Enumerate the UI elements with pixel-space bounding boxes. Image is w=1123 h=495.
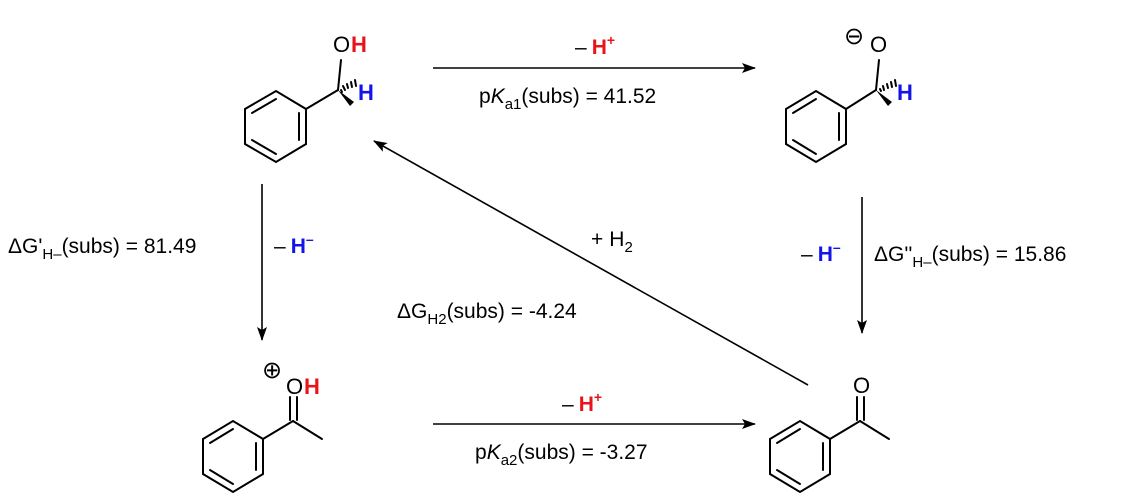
molecule-ketone: O xyxy=(769,373,890,494)
arrow-diagonal-hydrogenation: +H2 ΔGH2(subs) = -4.24 xyxy=(373,140,809,386)
molecule-protonated-ketone: O H ⊕ xyxy=(202,357,323,494)
bond-methyl xyxy=(859,420,890,440)
arrow-right-hydride-loss: –H– ΔG''H–(subs) = 15.86 xyxy=(801,197,1066,334)
pka1-label: pKa1(subs) = 41.52 xyxy=(479,85,656,113)
reagent-label: –H+ xyxy=(562,389,602,416)
bond-ring-carbonyl xyxy=(262,420,294,440)
atom-h-hydride: H xyxy=(897,80,913,105)
dg-prime-label: ΔG'H–(subs) = 81.49 xyxy=(8,235,196,263)
arrow-left-hydride-loss: ΔG'H–(subs) = 81.49 –H– xyxy=(8,184,314,341)
positive-charge-icon: ⊕ xyxy=(262,357,282,384)
arrow-top-deprotonation: –H+ pKa1(subs) = 41.52 xyxy=(433,32,756,113)
reagent-label: +H2 xyxy=(591,228,633,256)
benzene-ring xyxy=(769,419,831,494)
atom-h-acidic: H xyxy=(351,32,367,57)
atom-h-hydride: H xyxy=(358,80,374,105)
wedge-methyl xyxy=(338,90,354,106)
bond-ring-carbinol xyxy=(845,89,877,110)
benzene-ring xyxy=(244,89,307,164)
bond-methyl xyxy=(292,420,323,440)
bond-ring-carbonyl xyxy=(829,420,861,440)
reagent-label: –H– xyxy=(801,239,841,266)
molecule-alkoxide: O ⊖ H xyxy=(785,23,913,164)
hash-bond-h xyxy=(340,79,357,93)
pka2-label: pKa2(subs) = -3.27 xyxy=(475,441,648,469)
arrow-bottom-deprotonation: –H+ pKa2(subs) = -3.27 xyxy=(433,389,756,469)
bond-c-o xyxy=(875,59,880,91)
atom-o: O xyxy=(333,32,350,57)
negative-charge-icon: ⊖ xyxy=(844,23,864,50)
reagent-label: –H– xyxy=(274,231,314,258)
dg-double-prime-label: ΔG''H–(subs) = 15.86 xyxy=(874,243,1066,271)
benzene-ring xyxy=(202,419,264,494)
bond-ring-carbinol xyxy=(305,89,339,110)
atom-h-acidic: H xyxy=(304,374,320,399)
bond-c-o xyxy=(337,59,342,91)
atom-o: O xyxy=(870,32,887,57)
dg-h2-label: ΔGH2(subs) = -4.24 xyxy=(397,300,577,328)
molecule-alcohol: O H H xyxy=(244,32,374,164)
arrow-line xyxy=(373,140,809,386)
hash-bond-h xyxy=(879,79,897,92)
atom-o: O xyxy=(853,373,870,398)
wedge-methyl xyxy=(876,90,892,106)
reagent-label: –H+ xyxy=(575,32,615,59)
benzene-ring xyxy=(785,89,847,164)
atom-o: O xyxy=(286,374,303,399)
